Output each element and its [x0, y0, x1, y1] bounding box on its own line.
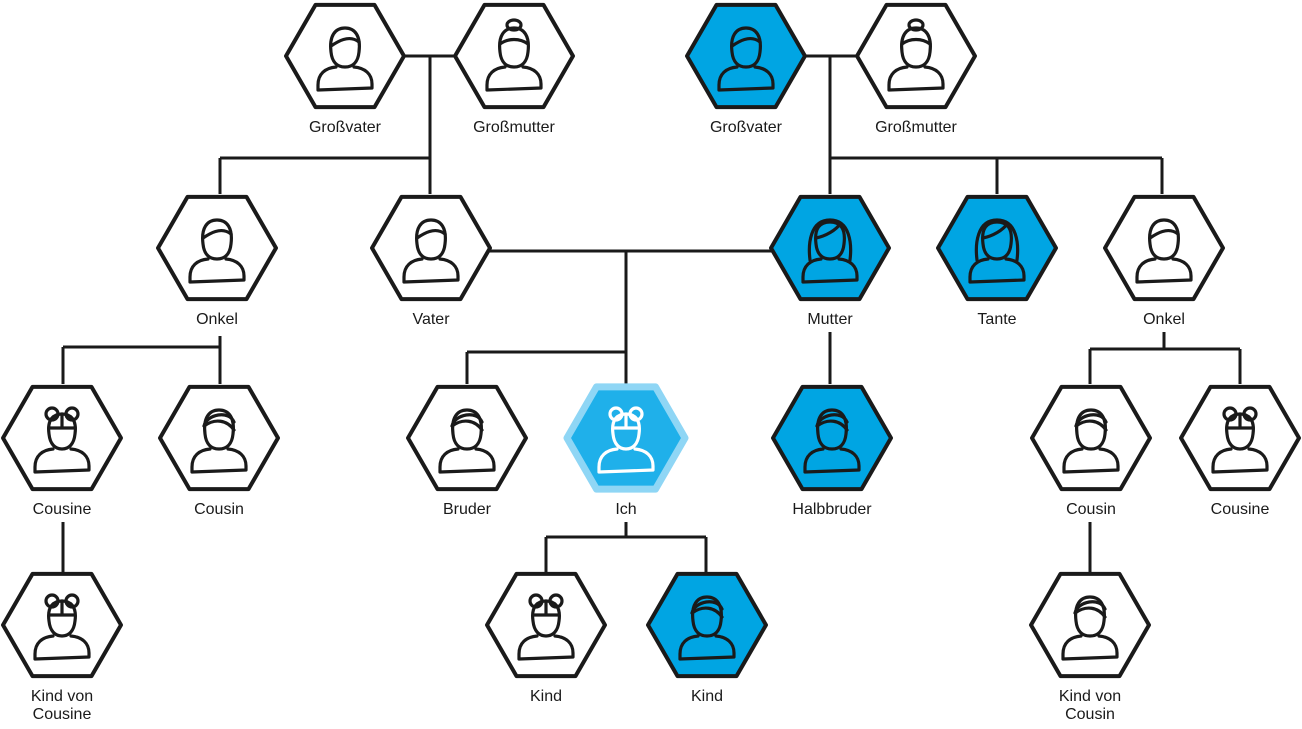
person-mutter: Mutter [769, 194, 891, 328]
hexagon-node [1103, 194, 1225, 302]
person-label: Großvater [309, 119, 382, 136]
person-label: Großmutter [473, 119, 555, 136]
person-label: Vater [412, 311, 450, 328]
hexagon-node [156, 194, 278, 302]
person-label: Cousin [194, 501, 244, 518]
person-label: Großvater [710, 119, 783, 136]
person-cousine2: Cousine [1179, 384, 1301, 518]
hexagon-node [855, 2, 977, 110]
person-label: Ich [615, 501, 636, 518]
hexagon-node [284, 2, 406, 110]
person-label: Cousin [1066, 501, 1116, 518]
hexagon-node [1030, 384, 1152, 492]
person-label: Onkel [196, 311, 238, 328]
hexagon-node [771, 384, 893, 492]
person-onkel2: Onkel [1103, 194, 1225, 328]
person-halbbruder: Halbbruder [771, 384, 893, 518]
person-tante: Tante [936, 194, 1058, 328]
person-cousin2: Cousin [1030, 384, 1152, 518]
person-onkel1: Onkel [156, 194, 278, 328]
hexagon-node [485, 571, 607, 679]
person-cousine1: Cousine [1, 384, 123, 518]
person-label: Tante [977, 311, 1016, 328]
hexagon-node [453, 2, 575, 110]
hexagon-node [936, 194, 1058, 302]
person-vater: Vater [370, 194, 492, 328]
person-label: Großmutter [875, 119, 957, 136]
person-ich: Ich [563, 383, 689, 518]
person-bruder: Bruder [406, 384, 528, 518]
hexagon-node [1179, 384, 1301, 492]
hexagon-node [563, 383, 689, 493]
connector-lines [61, 54, 1242, 572]
person-gm2: Großmutter [855, 2, 977, 136]
hexagon-node [158, 384, 280, 492]
person-gv1: Großvater [284, 2, 406, 136]
person-cousin1: Cousin [158, 384, 280, 518]
hexagon-node [646, 571, 768, 679]
person-kind2: Kind [646, 571, 768, 705]
person-kind1: Kind [485, 571, 607, 705]
person-gv2: Großvater [685, 2, 807, 136]
hexagon-node [1, 384, 123, 492]
hexagon-node [370, 194, 492, 302]
hexagon-node [685, 2, 807, 110]
person-label: Bruder [443, 501, 492, 518]
person-label: Onkel [1143, 311, 1185, 328]
hexagon-node [406, 384, 528, 492]
person-gm1: Großmutter [453, 2, 575, 136]
person-label: Kind [530, 688, 562, 705]
person-label: Cousine [1211, 501, 1270, 518]
hexagon-node [1029, 571, 1151, 679]
person-label: Kind [691, 688, 723, 705]
person-label: Halbbruder [792, 501, 872, 518]
person-label: Mutter [807, 311, 853, 328]
hexagon-node [1, 571, 123, 679]
hexagon-node [769, 194, 891, 302]
person-label: Cousine [33, 501, 92, 518]
